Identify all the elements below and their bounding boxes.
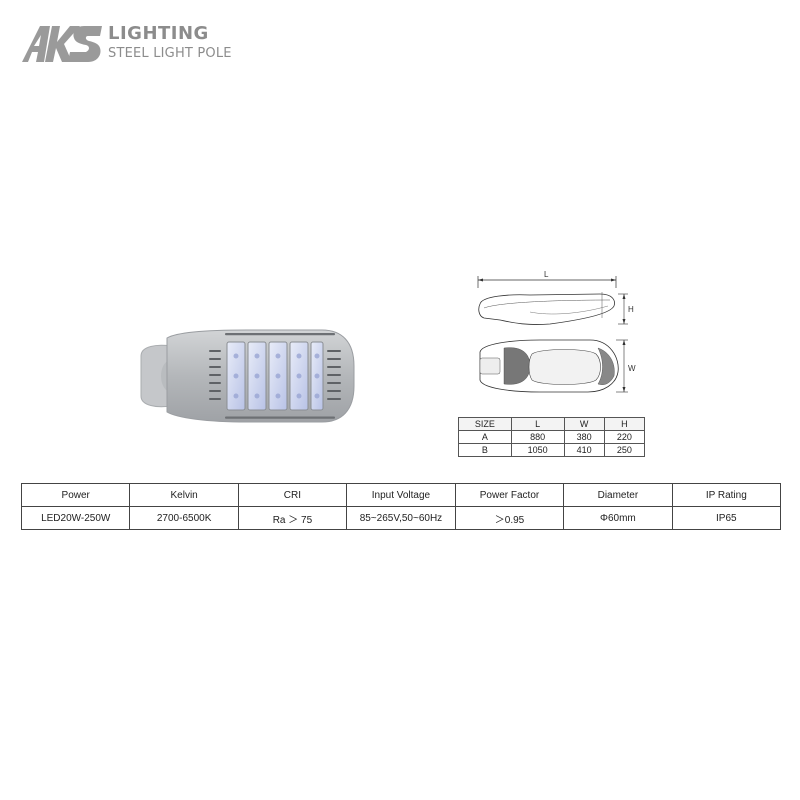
size-cell: 250 [603,443,646,457]
spec-value-diameter: Φ60mm [563,506,673,530]
brand-title: LIGHTING [108,23,209,44]
size-header-l: L [510,417,565,431]
spec-header-power-factor: Power Factor [454,483,565,507]
spec-header-kelvin: Kelvin [129,483,239,507]
size-cell: 380 [563,430,605,444]
size-cell: 410 [563,443,605,457]
spec-value-power: LED20W-250W [20,506,131,530]
size-cell: A [458,430,512,444]
spec-value-kelvin: 2700-6500K [129,506,239,530]
size-table: SIZE L W H A 880 380 220 B 1050 410 250 [458,417,646,457]
size-header-w: W [563,417,605,431]
spec-value-ip-rating: IP65 [671,506,782,530]
size-cell: 220 [603,430,646,444]
dim-label-height: H [628,305,634,314]
dim-label-length: L [544,270,549,279]
size-cell: B [458,443,512,457]
dimension-drawings: L H W [477,270,636,393]
table-row: A 880 380 220 [458,430,646,444]
spec-table: Power Kelvin CRI Input Voltage Power Fac… [20,483,782,530]
brand-block: LIGHTING STEEL LIGHT POLE [108,23,232,62]
size-header-size: SIZE [458,417,512,431]
spec-value-cri: Ra ＞ 75 [237,506,348,530]
size-table-header-row: SIZE L W H [458,417,646,431]
spec-header-diameter: Diameter [563,483,673,507]
spec-value-input-voltage: 85~265V,50~60Hz [346,506,456,530]
spec-header-power: Power [20,483,131,507]
size-cell: 880 [510,430,565,444]
spec-header-ip-rating: IP Rating [671,483,782,507]
size-header-h: H [603,417,646,431]
spec-value-power-factor: ＞0.95 [454,506,565,530]
table-row: B 1050 410 250 [458,443,646,457]
aks-logo [22,26,102,62]
street-light-image [140,329,355,423]
spec-table-header-row: Power Kelvin CRI Input Voltage Power Fac… [20,483,782,507]
table-row: LED20W-250W 2700-6500K Ra ＞ 75 85~265V,5… [20,506,782,530]
spec-header-input-voltage: Input Voltage [346,483,456,507]
spec-header-cri: CRI [237,483,348,507]
size-cell: 1050 [510,443,565,457]
dim-label-width: W [628,364,636,373]
brand-subtitle: STEEL LIGHT POLE [108,46,232,61]
